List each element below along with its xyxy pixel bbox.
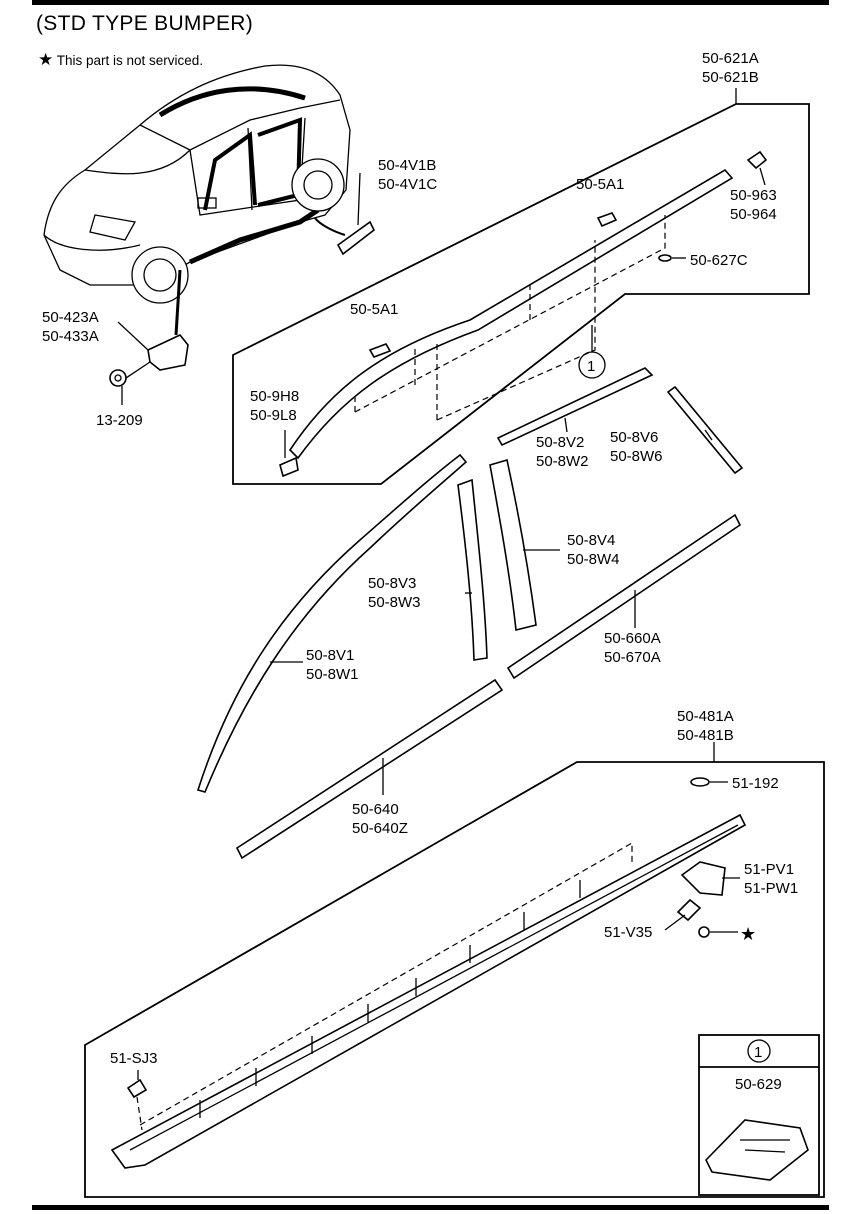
- star-icon: ★: [38, 50, 54, 69]
- part-50-963: [746, 150, 768, 170]
- label-50-8W2: 50-8W2: [536, 453, 589, 470]
- label-13-209: 13-209: [96, 412, 143, 429]
- bottom-rule: [32, 1205, 829, 1210]
- label-50-8V6: 50-8V6: [610, 429, 658, 446]
- label-50-5A1-upper: 50-5A1: [576, 176, 624, 193]
- label-51-V35: 51-V35: [604, 924, 652, 941]
- part-50-8V3: [457, 478, 488, 661]
- label-50-621B: 50-621B: [702, 69, 759, 86]
- service-note: ★ This part is not serviced.: [38, 50, 203, 70]
- label-51-PW1: 51-PW1: [744, 880, 798, 897]
- label-50-4V1B: 50-4V1B: [378, 157, 436, 174]
- label-50-433A: 50-433A: [42, 328, 99, 345]
- label-50-660A: 50-660A: [604, 630, 661, 647]
- label-50-629: 50-629: [735, 1076, 782, 1093]
- label-51-SJ3: 51-SJ3: [110, 1050, 158, 1067]
- part-50-621: [288, 168, 734, 460]
- part-50-5A1-upper: [596, 212, 618, 228]
- part-13-209: [109, 369, 127, 387]
- label-50-8V3: 50-8V3: [368, 575, 416, 592]
- screw-icon: [698, 926, 710, 938]
- label-50-8W1: 50-8W1: [306, 666, 359, 683]
- part-50-423: [147, 334, 189, 371]
- label-50-640: 50-640: [352, 801, 399, 818]
- label-50-8W6: 50-8W6: [610, 448, 663, 465]
- label-50-8V1: 50-8V1: [306, 647, 354, 664]
- part-50-4V1: [336, 220, 376, 256]
- service-note-text: This part is not serviced.: [56, 53, 204, 68]
- top-rule: [32, 0, 829, 5]
- label-50-423A: 50-423A: [42, 309, 99, 326]
- detail-box: [698, 1034, 820, 1196]
- part-51-PV1: [680, 861, 726, 896]
- label-50-9L8: 50-9L8: [250, 407, 297, 424]
- label-50-964: 50-964: [730, 206, 777, 223]
- label-50-8V4: 50-8V4: [567, 532, 615, 549]
- part-50-9H8: [279, 456, 299, 478]
- part-50-8V1: [196, 453, 468, 793]
- label-51-PV1: 51-PV1: [744, 861, 794, 878]
- ref-circle-label: 1: [587, 358, 595, 375]
- sill-clips: [199, 880, 581, 1118]
- part-50-8V2: [496, 367, 654, 447]
- label-51-192: 51-192: [732, 775, 779, 792]
- label-50-8W3: 50-8W3: [368, 594, 421, 611]
- part-50-8V4: [489, 458, 537, 631]
- side-sill-group-box: [84, 761, 825, 1198]
- detail-ref-label: 1: [754, 1044, 762, 1061]
- label-50-627C: 50-627C: [690, 252, 748, 269]
- label-50-4V1C: 50-4V1C: [378, 176, 437, 193]
- car-illustration: [43, 64, 351, 336]
- part-50-481: [110, 813, 747, 1169]
- label-50-8W4: 50-8W4: [567, 551, 620, 568]
- label-50-9H8: 50-9H8: [250, 388, 299, 405]
- roof-molding-group-box: [232, 103, 810, 485]
- detail-ref-circle: [747, 1039, 771, 1063]
- star-icon: ★: [740, 924, 756, 944]
- part-50-640: [235, 678, 504, 860]
- part-51-192: [690, 777, 710, 787]
- part-50-5A1-lower: [368, 343, 392, 358]
- part-51-V35: [676, 898, 702, 922]
- page-title: (STD TYPE BUMPER): [36, 12, 254, 35]
- label-50-481A: 50-481A: [677, 708, 734, 725]
- part-51-SJ3: [126, 1078, 148, 1099]
- label-50-621A: 50-621A: [702, 50, 759, 67]
- label-50-5A1-lower: 50-5A1: [350, 301, 398, 318]
- label-50-640Z: 50-640Z: [352, 820, 408, 837]
- part-50-627C: [658, 254, 672, 262]
- label-50-963: 50-963: [730, 187, 777, 204]
- label-50-8V2: 50-8V2: [536, 434, 584, 451]
- label-50-670A: 50-670A: [604, 649, 661, 666]
- part-50-660: [506, 513, 742, 680]
- label-50-481B: 50-481B: [677, 727, 734, 744]
